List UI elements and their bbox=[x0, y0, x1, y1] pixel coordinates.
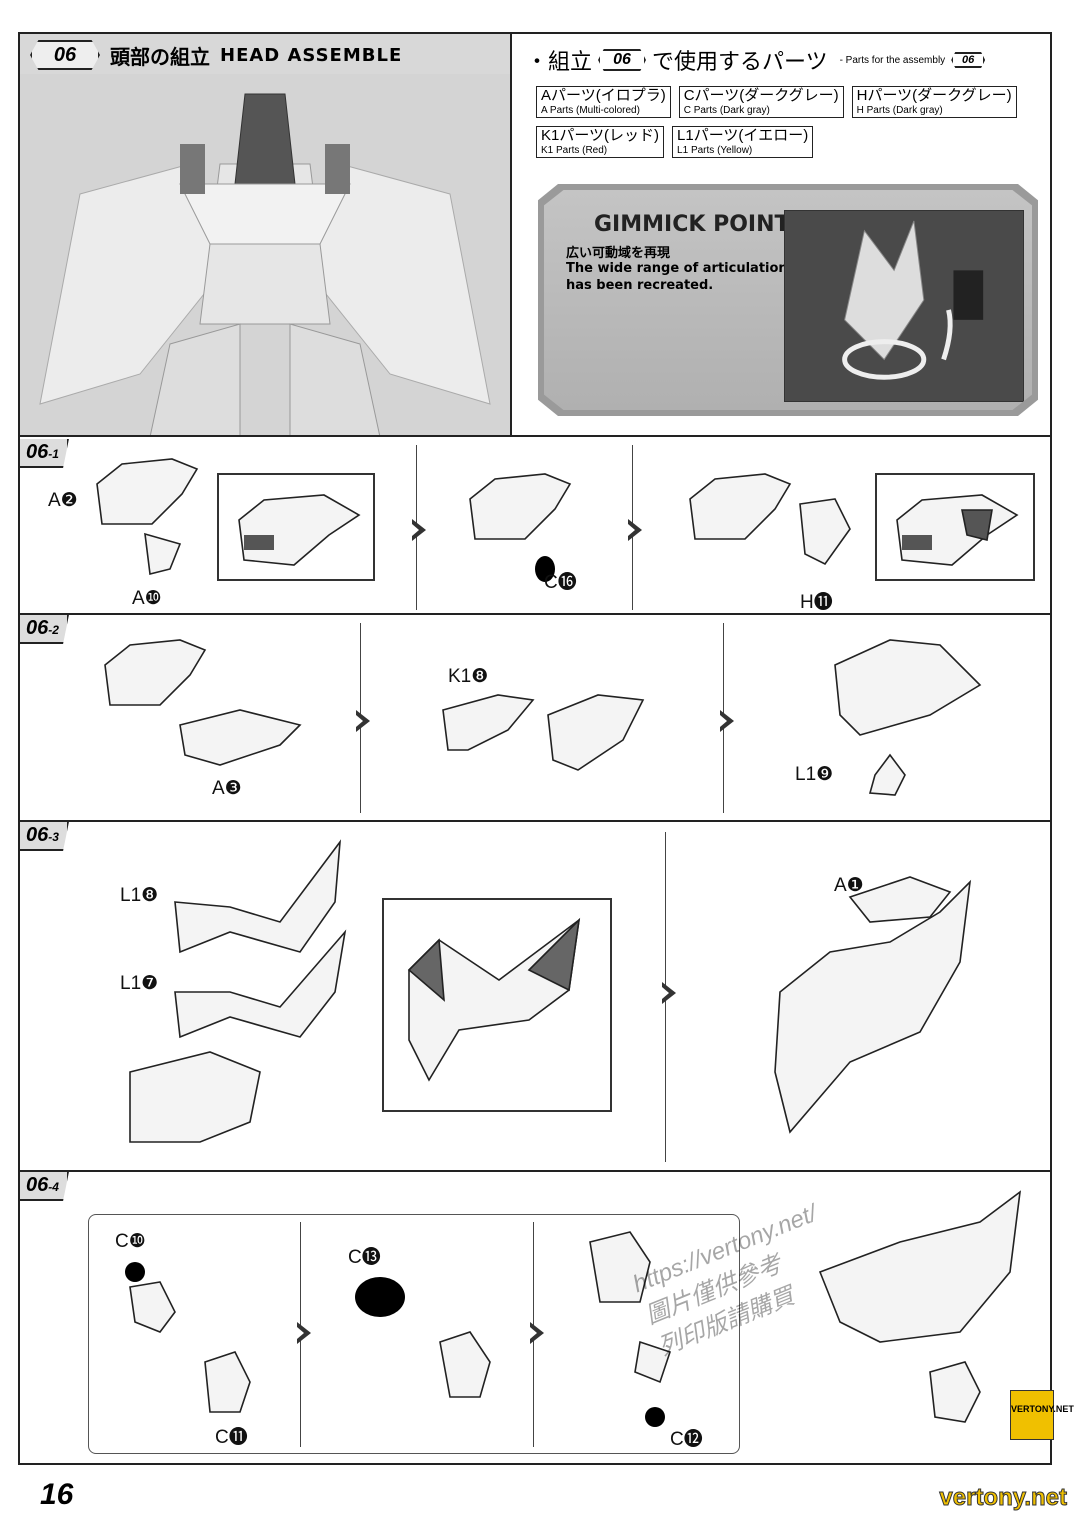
step-badge-small: 06 bbox=[598, 49, 647, 71]
step-06-1: 06-1 A❷ A❿ C⓰ H⓫ bbox=[20, 439, 1050, 615]
gimmick-title: GIMMICK POINT bbox=[594, 212, 790, 237]
head-part-diagram bbox=[96, 458, 199, 525]
part-en: C Parts (Dark gray) bbox=[683, 104, 770, 116]
title-suffix: で使用するパーツ bbox=[652, 49, 828, 74]
watermark-site: vertony.net bbox=[939, 1484, 1068, 1512]
part-en: H Parts (Dark gray) bbox=[856, 104, 943, 116]
part-label: A❶ bbox=[834, 875, 864, 896]
step-tag: 06-1 bbox=[20, 439, 69, 468]
head-part-diagram bbox=[104, 639, 302, 766]
part-label: C⓫ bbox=[215, 1427, 248, 1448]
parts-row-1: Aパーツ(イロプラ)A Parts (Multi-colored) Cパーツ(ダ… bbox=[536, 86, 1017, 118]
next-arrow bbox=[530, 1322, 544, 1344]
part-box-l1: L1パーツ(イエロー)L1 Parts (Yellow) bbox=[672, 126, 814, 158]
part-en: K1 Parts (Red) bbox=[541, 144, 608, 156]
part-label: C⓰ bbox=[544, 572, 577, 593]
part-jp: K1パーツ(レッド) bbox=[541, 127, 660, 144]
gimmick-en-2: has been recreated. bbox=[566, 278, 714, 293]
part-en: A Parts (Multi-colored) bbox=[541, 104, 640, 116]
step-tag: 06-3 bbox=[20, 822, 69, 851]
part-jp: Hパーツ(ダークグレー) bbox=[856, 87, 1012, 104]
neck-joint-diagram bbox=[355, 1277, 491, 1398]
part-en: L1 Parts (Yellow) bbox=[677, 144, 753, 156]
part-box-a: Aパーツ(イロプラ)A Parts (Multi-colored) bbox=[536, 86, 671, 118]
gimmick-en: The wide range of articulation has been r… bbox=[566, 260, 788, 294]
step-tag: 06-2 bbox=[20, 615, 69, 644]
part-box-c: Cパーツ(ダークグレー)C Parts (Dark gray) bbox=[678, 86, 844, 118]
head-assembled-diagram bbox=[774, 876, 972, 1134]
part-label: C⓬ bbox=[670, 1429, 703, 1450]
next-arrow bbox=[662, 982, 676, 1004]
detail-box bbox=[382, 898, 612, 1112]
step-06-4: 06-4 C❿ C⓫ C⓭ C⓬ bbox=[20, 1172, 1050, 1465]
step-06-3: 06-3 L1❽ L1❼ A❶ bbox=[20, 822, 1050, 1172]
head-part-diagram bbox=[442, 694, 645, 771]
title-prefix: ・組立 bbox=[526, 49, 593, 74]
head-part-diagram bbox=[689, 473, 851, 566]
next-arrow bbox=[720, 710, 734, 732]
head-assembled-diagram bbox=[818, 1190, 1022, 1423]
part-label: C⓭ bbox=[348, 1247, 381, 1268]
title-subtitle: - Parts for the assembly bbox=[839, 54, 946, 66]
part-a10-diagram bbox=[144, 532, 182, 575]
part-label: H⓫ bbox=[800, 592, 833, 613]
part-label: A❸ bbox=[212, 778, 242, 799]
step-tag: 06-4 bbox=[20, 1172, 69, 1201]
gimmick-point-panel: GIMMICK POINT 広い可動域を再現 The wide range of… bbox=[538, 184, 1038, 416]
gimmick-en-1: The wide range of articulation bbox=[566, 261, 788, 276]
title-en: HEAD ASSEMBLE bbox=[220, 44, 403, 66]
watermark-logo: VERTONY.NET bbox=[1010, 1390, 1074, 1440]
parts-row-2: K1パーツ(レッド)K1 Parts (Red) L1パーツ(イエロー)L1 P… bbox=[536, 126, 814, 158]
part-label: A❷ bbox=[48, 490, 78, 511]
robot-photo bbox=[20, 74, 510, 435]
next-arrow bbox=[628, 519, 642, 541]
part-jp: Aパーツ(イロプラ) bbox=[541, 87, 666, 104]
part-jp: Cパーツ(ダークグレー) bbox=[683, 87, 839, 104]
gimmick-jp: 広い可動域を再現 bbox=[566, 246, 671, 261]
antenna-parts-diagram bbox=[129, 839, 347, 1143]
step-badge: 06 bbox=[30, 40, 100, 70]
neck-joint-diagram bbox=[125, 1262, 251, 1413]
part-label: L1❾ bbox=[795, 764, 834, 785]
part-label: L1❽ bbox=[120, 885, 159, 906]
next-arrow bbox=[297, 1322, 311, 1344]
parts-used-panel: ・組立 06 で使用するパーツ - Parts for the assembly… bbox=[512, 34, 1050, 437]
part-label: C❿ bbox=[115, 1231, 146, 1252]
part-jp: L1パーツ(イエロー) bbox=[677, 127, 809, 144]
part-label: L1❼ bbox=[120, 973, 159, 994]
head-part-diagram bbox=[469, 473, 572, 582]
part-box-h: Hパーツ(ダークグレー)H Parts (Dark gray) bbox=[851, 86, 1017, 118]
part-label: A❿ bbox=[132, 588, 162, 609]
part-box-k1: K1パーツ(レッド)K1 Parts (Red) bbox=[536, 126, 665, 158]
step-badge-tiny: 06 bbox=[951, 52, 986, 68]
page-number: 16 bbox=[40, 1478, 74, 1511]
sub-steps-box bbox=[88, 1214, 740, 1454]
step-06-2: 06-2 A❸ K1❽ L1❾ bbox=[20, 615, 1050, 822]
part-label: K1❽ bbox=[448, 666, 489, 687]
head-assemble-header: 06 頭部の組立 HEAD ASSEMBLE bbox=[20, 34, 512, 437]
parts-used-title: ・組立 06 で使用するパーツ - Parts for the assembly… bbox=[526, 44, 986, 76]
next-arrow bbox=[412, 519, 426, 541]
detail-box bbox=[875, 473, 1035, 581]
detail-box bbox=[217, 473, 375, 581]
manual-page: 06 頭部の組立 HEAD ASSEMBLE ・組立 06 で使用するパーツ -… bbox=[18, 32, 1052, 1465]
gimmick-photo bbox=[784, 210, 1024, 402]
neck-joint-diagram bbox=[589, 1231, 672, 1427]
title-jp: 頭部の組立 bbox=[110, 46, 210, 69]
next-arrow bbox=[356, 710, 370, 732]
head-part-diagram bbox=[834, 639, 982, 796]
